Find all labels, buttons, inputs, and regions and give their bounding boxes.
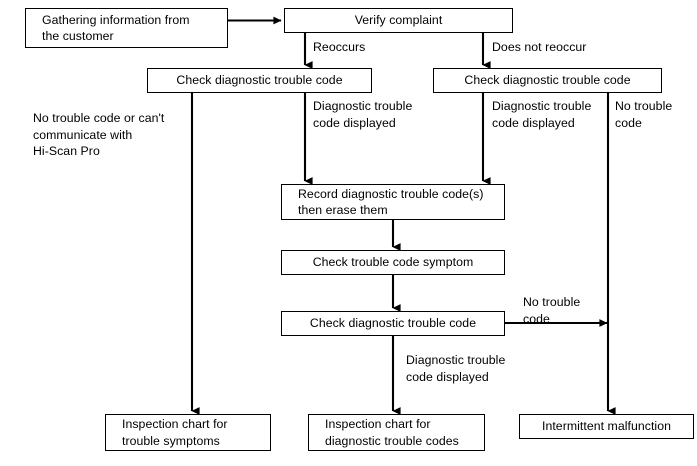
- node-check-dtc-left[interactable]: Check diagnostic trouble code: [147, 68, 372, 93]
- edge-label-no-trouble-code-or-cant-communicate: No trouble code or can't communicate wit…: [33, 111, 165, 158]
- node-label: Check trouble code symptom: [312, 255, 474, 270]
- node-label: Check diagnostic trouble code: [176, 73, 343, 88]
- node-check-trouble-code-symptom[interactable]: Check trouble code symptom: [281, 250, 505, 275]
- edge-label-does-not-reoccur: Does not reoccur: [492, 40, 587, 54]
- node-label: Inspection chart for trouble symptoms: [122, 417, 228, 448]
- edge-label-reoccurs: Reoccurs: [313, 40, 366, 54]
- node-check-dtc-right[interactable]: Check diagnostic trouble code: [433, 68, 662, 93]
- edge-label-dtc-displayed-bottom: Diagnostic trouble code displayed: [406, 353, 506, 384]
- node-label: Inspection chart for diagnostic trouble …: [325, 417, 459, 448]
- node-inspection-chart-dtc[interactable]: Inspection chart for diagnostic trouble …: [308, 414, 485, 451]
- node-intermittent-malfunction[interactable]: Intermittent malfunction: [519, 414, 694, 439]
- node-verify-complaint[interactable]: Verify complaint: [284, 8, 513, 33]
- edge-label-dtc-displayed-left: Diagnostic trouble code displayed: [313, 99, 413, 130]
- node-inspection-chart-symptoms[interactable]: Inspection chart for trouble symptoms: [105, 414, 271, 451]
- node-label: Record diagnostic trouble code(s) then e…: [298, 186, 484, 218]
- edge-label-no-trouble-code-middle: No trouble code: [523, 295, 581, 326]
- edge-label-no-trouble-code-right: No trouble code: [615, 99, 673, 130]
- node-check-dtc-middle[interactable]: Check diagnostic trouble code: [281, 311, 505, 336]
- node-label: Gathering information from the customer: [42, 12, 190, 44]
- node-gathering-information[interactable]: Gathering information from the customer: [25, 8, 228, 48]
- node-record-dtc[interactable]: Record diagnostic trouble code(s) then e…: [281, 184, 505, 220]
- node-label: Check diagnostic trouble code: [464, 73, 631, 88]
- edge-label-dtc-displayed-right: Diagnostic trouble code displayed: [492, 99, 592, 130]
- node-label: Check diagnostic trouble code: [309, 316, 477, 331]
- node-label: Intermittent malfunction: [541, 419, 671, 434]
- node-label: Verify complaint: [354, 13, 443, 28]
